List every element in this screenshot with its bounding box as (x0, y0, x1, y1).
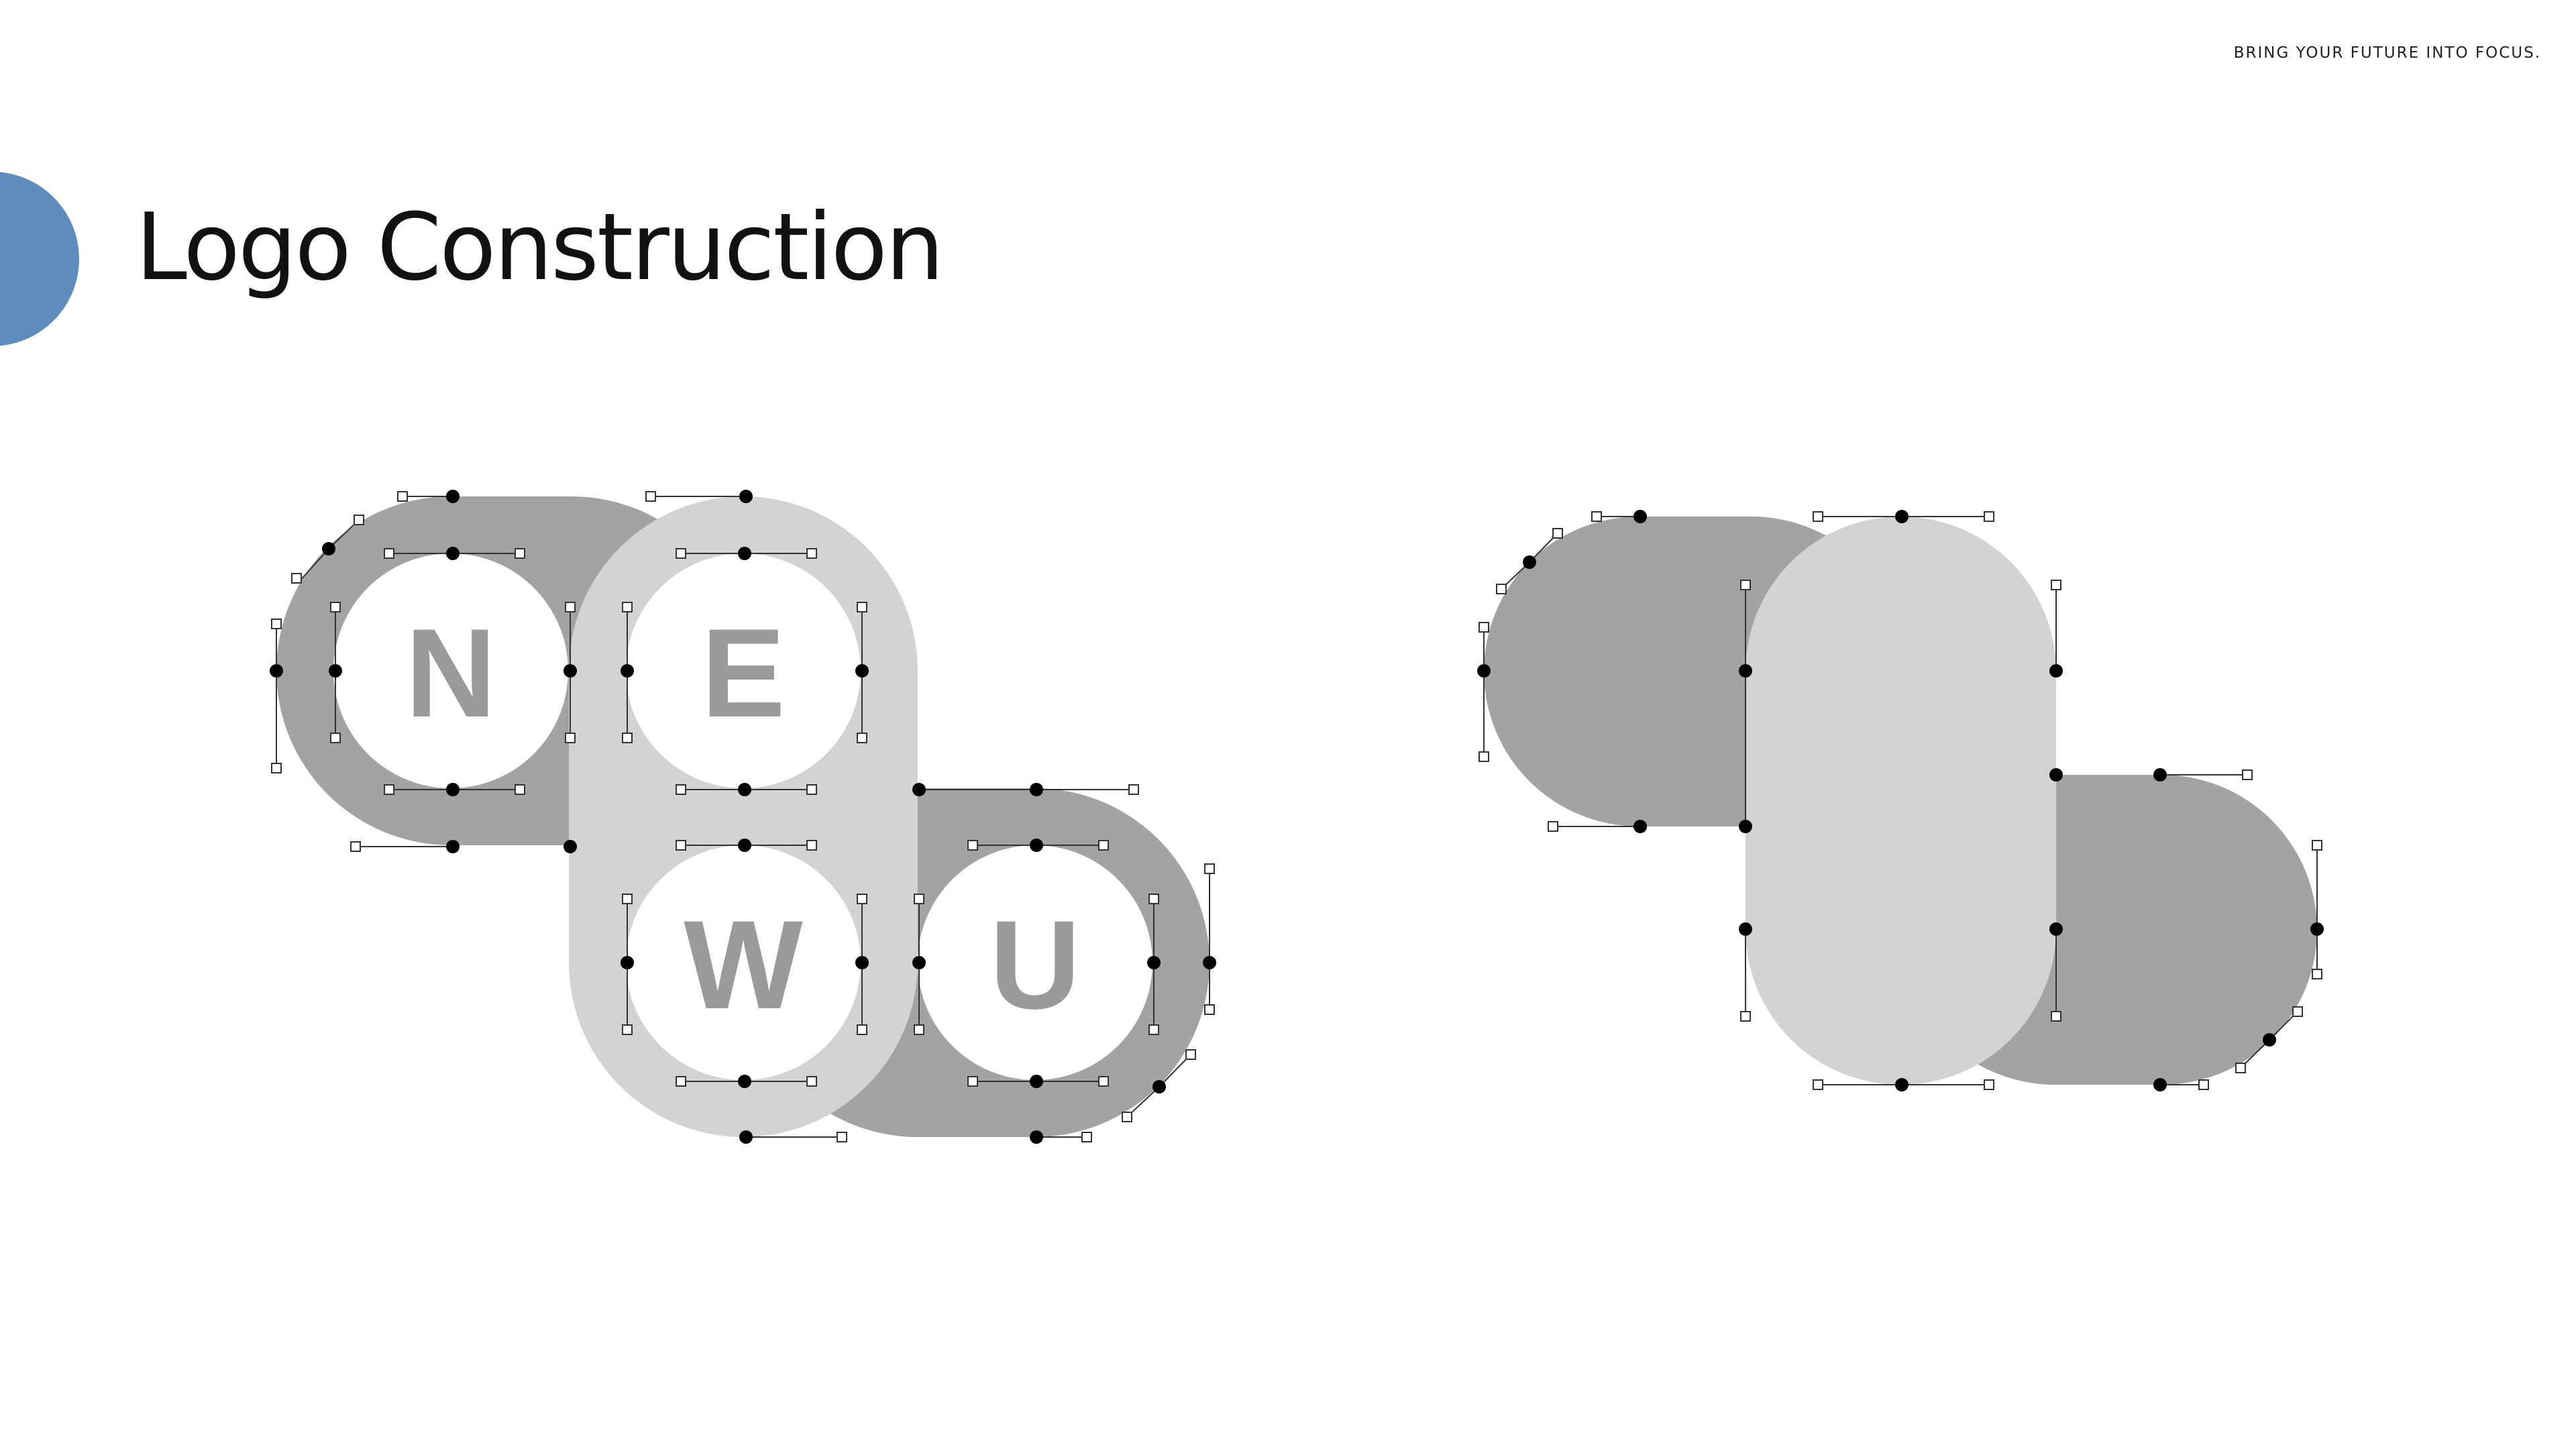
logo-mark-shapes (1477, 510, 2324, 1091)
logo-circle-e (626, 553, 861, 788)
tagline: BRING YOUR FUTURE INTO FOCUS. (2233, 44, 2541, 62)
logo-letter-u: U (989, 894, 1081, 1035)
logo-with-letters: N E W U (270, 490, 1216, 1144)
logo-letter-n: N (405, 602, 496, 743)
bezier-anchor-points (270, 490, 1216, 1144)
logo-circle-u (918, 845, 1152, 1080)
mark-light-pill-vertical (1746, 517, 2056, 1085)
mark-anchor-points (1477, 510, 2324, 1091)
page-title: Logo Construction (136, 193, 944, 301)
mark-handle-squares (1479, 511, 2322, 1090)
logo-letter-e: E (701, 602, 785, 743)
bezier-handle-squares (271, 491, 1215, 1142)
logo-letter-w: W (684, 894, 803, 1035)
logo-circle-n (333, 553, 568, 788)
logo-circle-w (626, 845, 861, 1080)
